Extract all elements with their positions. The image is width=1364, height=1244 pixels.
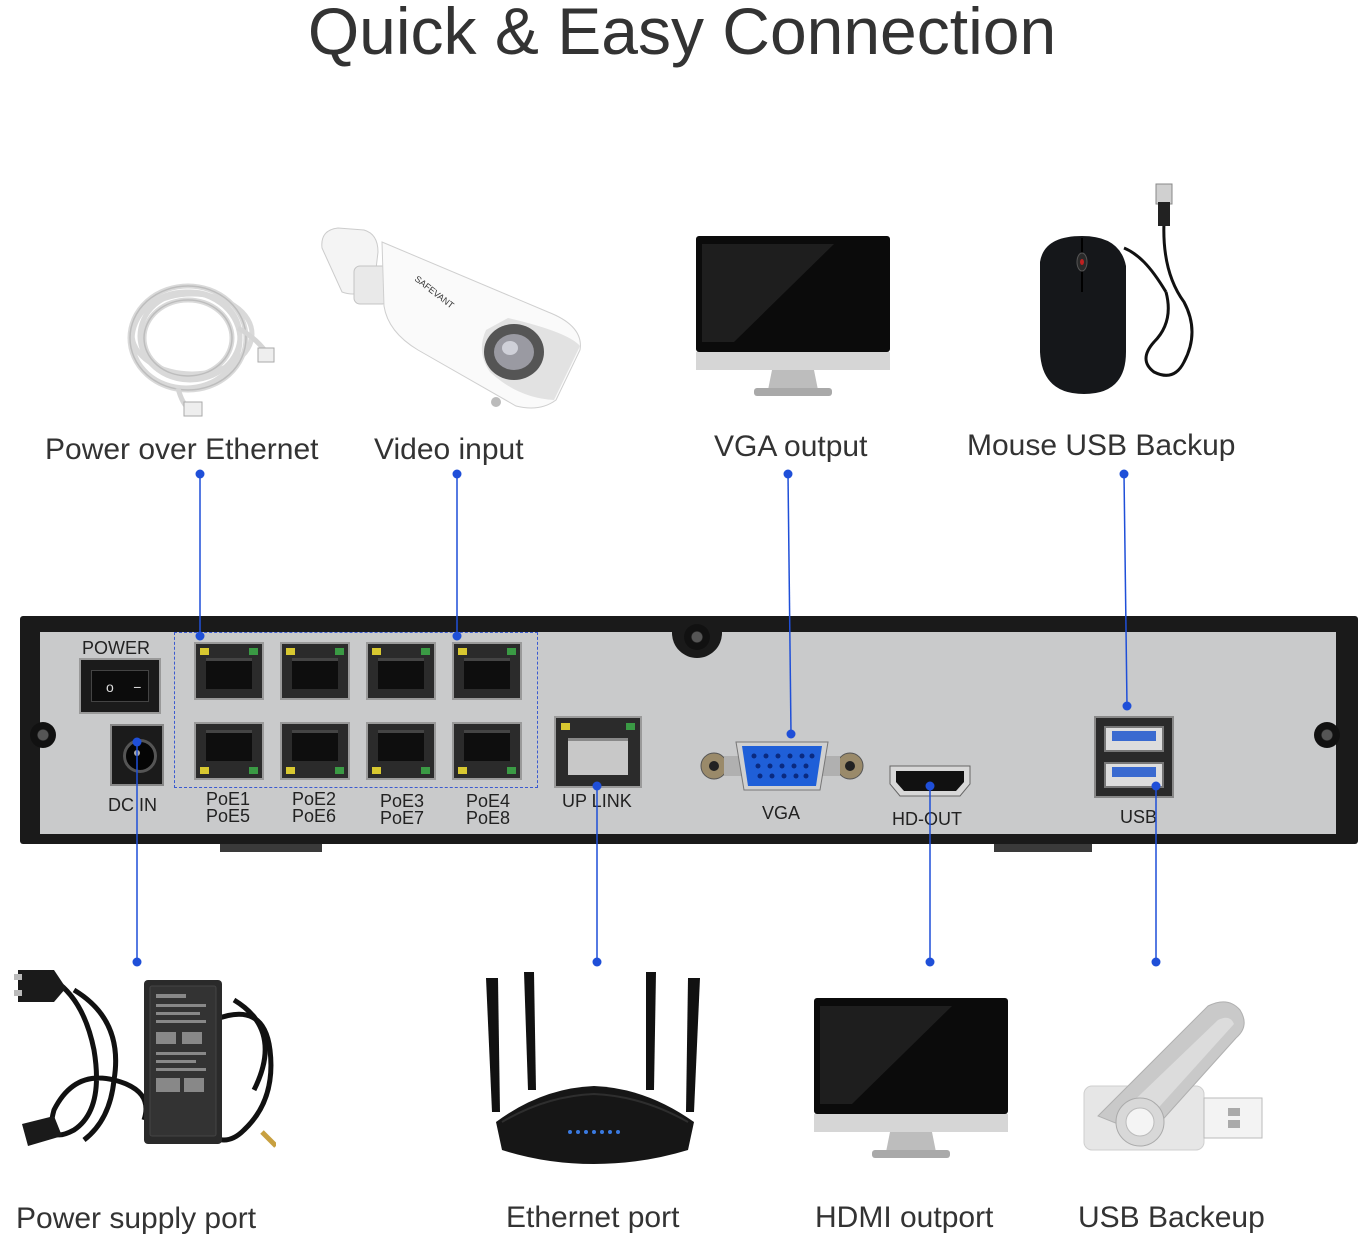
power-switch[interactable]: o − <box>79 658 161 714</box>
switch-rocker-icon: o − <box>91 670 149 702</box>
power-adapter-icon <box>14 970 276 1148</box>
label-ethernet-port: Ethernet port <box>506 1201 680 1234</box>
poe4-port[interactable] <box>452 642 522 700</box>
poe1-port[interactable] <box>194 642 264 700</box>
screw-icon <box>1314 722 1340 748</box>
poe6-label: PoE6 <box>292 806 337 826</box>
vga-label: VGA <box>762 803 801 823</box>
poe2-port[interactable] <box>280 642 350 700</box>
dc-in-label: DC IN <box>108 795 157 815</box>
mouse-icon <box>1040 183 1194 394</box>
label-power-supply-port: Power supply port <box>16 1202 257 1235</box>
usb-drive-icon <box>1083 1001 1263 1151</box>
label-vga-output: VGA output <box>714 430 868 463</box>
power-label: POWER <box>82 638 151 658</box>
poe5-port[interactable] <box>194 722 264 780</box>
label-mouse-usb-backup: Mouse USB Backup <box>967 429 1236 462</box>
hdmi-port[interactable] <box>888 764 972 798</box>
screw-icon <box>30 722 56 748</box>
poe3-port[interactable] <box>366 642 436 700</box>
poe1-label: PoE1 <box>206 789 251 809</box>
screw-icon <box>684 624 710 650</box>
monitor-icon <box>696 236 890 396</box>
router-icon <box>486 972 700 1164</box>
poe8-label: PoE8 <box>466 808 511 828</box>
nvr-foot-right <box>994 844 1092 852</box>
label-usb-backeup: USB Backeup <box>1078 1201 1265 1234</box>
hd-out-label: HD-OUT <box>892 809 962 829</box>
poe3-label: PoE3 <box>380 791 425 811</box>
label-video-input: Video input <box>374 433 524 466</box>
poe4-label: PoE4 <box>466 791 511 811</box>
usb-label: USB <box>1120 807 1158 827</box>
label-power-over-ethernet: Power over Ethernet <box>45 433 319 466</box>
uplink-port[interactable] <box>554 716 642 788</box>
poe6-port[interactable] <box>280 722 350 780</box>
bullet-camera-icon: SAFEVANT <box>321 227 581 409</box>
monitor-icon <box>814 998 1008 1158</box>
label-hdmi-outport: HDMI outport <box>815 1201 994 1234</box>
poe7-port[interactable] <box>366 722 436 780</box>
nvr-foot-left <box>220 844 322 852</box>
poe7-label: PoE7 <box>380 808 425 828</box>
poe8-port[interactable] <box>452 722 522 780</box>
page-title: Quick & Easy Connection <box>307 0 1057 68</box>
poe5-label: PoE5 <box>206 806 251 826</box>
usb-ports[interactable] <box>1094 716 1174 798</box>
vga-port[interactable] <box>700 740 864 792</box>
cable-coil-icon <box>127 283 275 417</box>
poe2-label: PoE2 <box>292 789 337 809</box>
poe-group <box>174 632 538 788</box>
